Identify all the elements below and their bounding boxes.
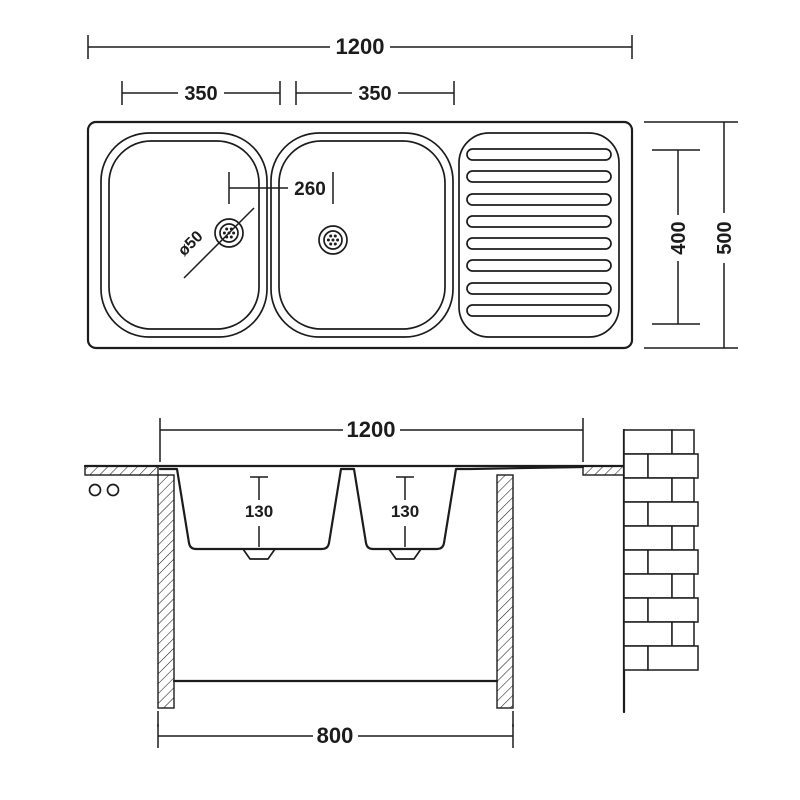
dim-bowl2-depth-label: 130 <box>391 502 419 521</box>
dim-bowl1-depth: 130 <box>245 476 273 547</box>
cabinet <box>157 474 514 709</box>
drain-strainer-1 <box>214 218 244 248</box>
countertop-left-section <box>84 465 159 476</box>
brick-pattern <box>623 429 699 671</box>
drainer-area <box>458 132 620 338</box>
dim-base-width-label: 800 <box>317 723 354 748</box>
dim-inner-depth: 400 <box>652 149 700 325</box>
drainer-ribs <box>466 148 612 317</box>
building-wall <box>622 428 699 714</box>
edge-detail-circle-1 <box>88 483 102 497</box>
dim-bowl1-width: 350 <box>121 81 281 105</box>
plan-view: 1200 350 350 <box>86 34 738 350</box>
drain-strainer-2 <box>318 225 348 255</box>
edge-detail-circle-2 <box>106 483 120 497</box>
dim-plan-overall-width-label: 1200 <box>336 34 385 59</box>
drain-fitting-2 <box>388 548 422 560</box>
bowl-2 <box>270 132 454 338</box>
dim-drain-spacing: 260 <box>228 172 334 204</box>
cabinet-right-wall <box>496 474 514 709</box>
dim-drain-diameter: ø50 <box>175 207 255 279</box>
dim-plan-overall-width: 1200 <box>87 34 633 59</box>
dim-drain-diameter-label: ø50 <box>175 228 207 260</box>
countertop <box>83 464 626 497</box>
dim-drain-spacing-label: 260 <box>294 179 326 200</box>
countertop-right-section <box>582 465 625 476</box>
section-view: 1200 130 13 <box>83 417 699 748</box>
sink-section-profile <box>158 465 585 551</box>
dim-bowl1-depth-label: 130 <box>245 502 273 521</box>
dim-bowl2-depth: 130 <box>391 476 419 547</box>
dim-inner-depth-label: 400 <box>668 221 690 254</box>
dim-bowl2-width-label: 350 <box>358 83 391 105</box>
dim-section-overall-width: 1200 <box>159 417 584 462</box>
dim-overall-depth-label: 500 <box>714 221 736 254</box>
bowl-1 <box>100 132 268 338</box>
sink-outline <box>86 120 634 350</box>
dim-section-overall-width-label: 1200 <box>347 417 396 442</box>
dim-overall-depth: 500 <box>644 121 738 349</box>
dim-bowl2-width: 350 <box>295 81 455 105</box>
dim-base-width: 800 <box>157 711 514 748</box>
cabinet-left-wall <box>157 474 175 709</box>
dim-bowl1-width-label: 350 <box>184 83 217 105</box>
drain-fitting-1 <box>242 548 276 560</box>
